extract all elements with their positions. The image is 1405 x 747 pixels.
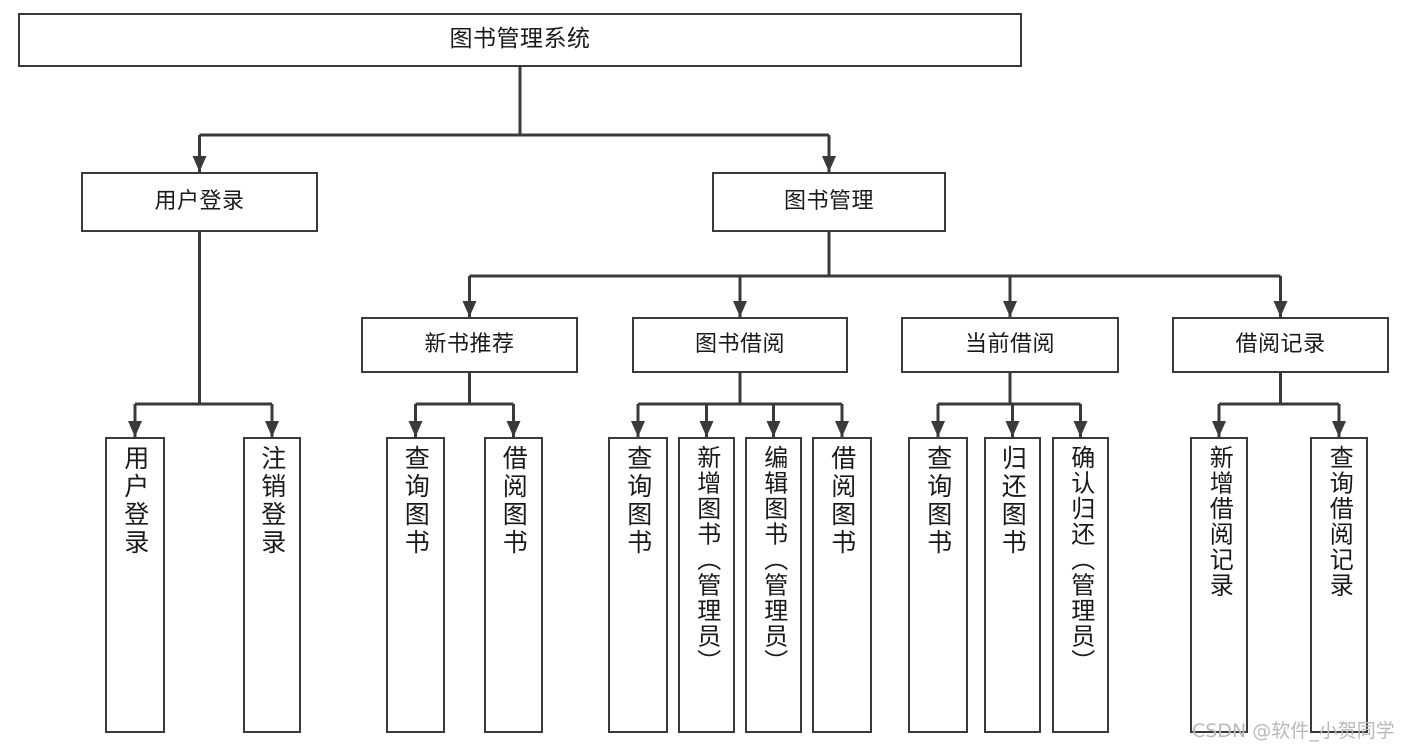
- arrowhead: [192, 156, 207, 172]
- node-label: 编辑图书（管理员）: [759, 445, 788, 675]
- node-current-borrow[interactable]: 当前借阅: [901, 317, 1119, 373]
- arrowhead: [1332, 421, 1346, 437]
- arrowhead: [631, 421, 645, 437]
- node-borrow-record[interactable]: 借阅记录: [1172, 317, 1389, 373]
- node-label: 新书推荐: [424, 332, 515, 358]
- node-label: 查询图书: [401, 445, 431, 557]
- node-label: 当前借阅: [964, 332, 1055, 358]
- arrowhead: [699, 421, 714, 437]
- node-leaf-borrow-book-rec[interactable]: 借阅图书: [484, 437, 543, 733]
- node-leaf-query-book-b[interactable]: 查询图书: [608, 437, 668, 733]
- arrowhead: [1003, 301, 1017, 317]
- node-leaf-confirm-return[interactable]: 确认归还（管理员）: [1052, 437, 1109, 733]
- node-label: 查询图书: [923, 445, 953, 557]
- arrowhead: [766, 421, 781, 437]
- arrowhead: [265, 421, 279, 437]
- node-leaf-edit-book[interactable]: 编辑图书（管理员）: [745, 437, 802, 733]
- node-leaf-add-book[interactable]: 新增图书（管理员）: [678, 437, 735, 733]
- node-label: 图书管理系统: [449, 26, 591, 53]
- node-book-manage[interactable]: 图书管理: [712, 172, 946, 232]
- node-label: 用户登录: [120, 445, 150, 557]
- node-leaf-borrow-book-b[interactable]: 借阅图书: [812, 437, 872, 733]
- node-new-book-rec[interactable]: 新书推荐: [361, 317, 578, 373]
- arrowhead: [408, 421, 423, 437]
- node-label: 借阅图书: [499, 445, 529, 557]
- node-root[interactable]: 图书管理系统: [18, 13, 1022, 67]
- arrowhead: [931, 421, 945, 437]
- node-leaf-logout[interactable]: 注销登录: [243, 437, 301, 733]
- node-label: 查询借阅记录: [1325, 445, 1354, 598]
- node-leaf-query-book-c[interactable]: 查询图书: [908, 437, 968, 733]
- node-leaf-return-book[interactable]: 归还图书: [984, 437, 1041, 733]
- node-leaf-query-book-rec[interactable]: 查询图书: [386, 437, 445, 733]
- arrowhead: [822, 156, 836, 172]
- arrowhead: [1073, 421, 1088, 437]
- arrowhead: [1273, 301, 1288, 317]
- arrowhead: [506, 421, 521, 437]
- arrowhead: [462, 301, 477, 317]
- arrowhead: [835, 421, 849, 437]
- node-label: 确认归还（管理员）: [1066, 445, 1095, 675]
- node-label: 图书借阅: [694, 332, 785, 358]
- node-leaf-add-record[interactable]: 新增借阅记录: [1190, 437, 1248, 733]
- node-label: 注销登录: [257, 445, 287, 557]
- node-label: 用户登录: [154, 189, 245, 215]
- arrowhead: [733, 301, 747, 317]
- arrowhead: [1005, 421, 1020, 437]
- node-leaf-user-login[interactable]: 用户登录: [105, 437, 165, 733]
- node-label: 图书管理: [783, 189, 874, 215]
- node-book-borrow[interactable]: 图书借阅: [632, 317, 848, 373]
- node-label: 查询图书: [623, 445, 653, 557]
- node-label: 归还图书: [998, 445, 1028, 557]
- node-label: 新增借阅记录: [1205, 445, 1234, 598]
- arrowhead: [1212, 421, 1226, 437]
- node-user-login[interactable]: 用户登录: [81, 172, 318, 232]
- node-label: 借阅记录: [1235, 332, 1326, 358]
- node-label: 新增图书（管理员）: [692, 445, 721, 675]
- arrowhead: [128, 421, 142, 437]
- node-leaf-query-record[interactable]: 查询借阅记录: [1310, 437, 1368, 733]
- node-label: 借阅图书: [827, 445, 857, 557]
- csdn-watermark: CSDN @软件_小贺同学: [1192, 720, 1395, 742]
